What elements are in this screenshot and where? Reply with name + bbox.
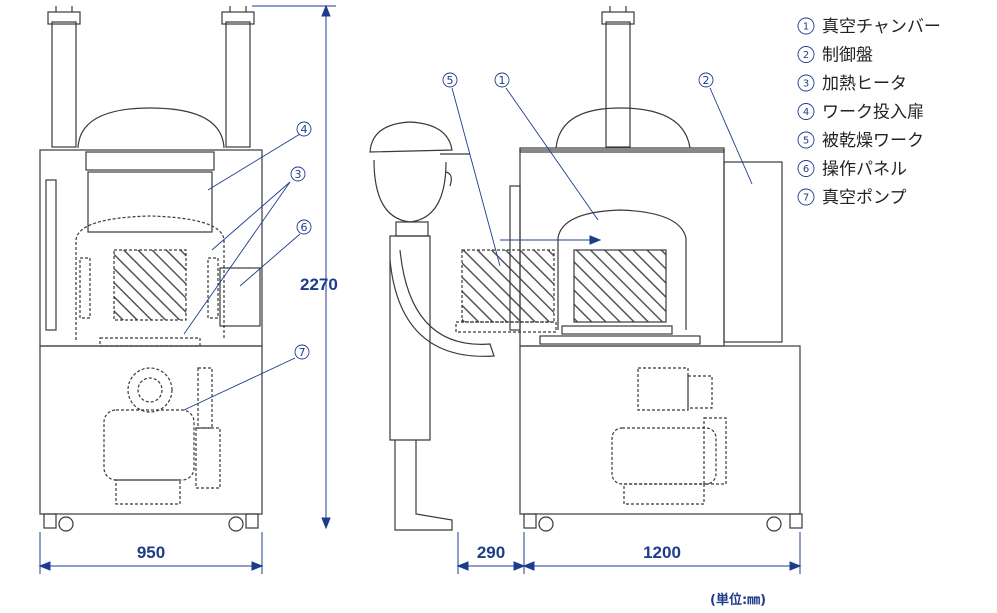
side-view bbox=[455, 6, 803, 532]
callout-5: 5 bbox=[442, 72, 458, 88]
legend-label: 真空チャンバー bbox=[822, 17, 941, 37]
legend-item: 4 ワーク投入扉 bbox=[797, 103, 924, 123]
front-width-label: 950 bbox=[137, 543, 165, 562]
legend-number: 2 bbox=[803, 50, 809, 61]
callout-2: 2 bbox=[698, 72, 714, 88]
operator-figure bbox=[369, 121, 495, 531]
height-dimension-line bbox=[252, 4, 336, 530]
front-cylinder-right bbox=[225, 21, 251, 148]
front-view bbox=[39, 6, 263, 532]
legend-label: 真空ポンプ bbox=[822, 188, 907, 208]
legend: 1 真空チャンバー 2 制御盤 3 加熱ヒータ 4 ワーク投入扉 5 被乾燥ワーク 6 操作パネル 7 真… bbox=[797, 17, 941, 208]
svg-text:5: 5 bbox=[447, 74, 454, 87]
svg-text:3: 3 bbox=[295, 168, 302, 181]
legend-label: ワーク投入扉 bbox=[822, 103, 924, 123]
slide-arrow bbox=[500, 235, 602, 245]
work-loading-door bbox=[87, 171, 213, 233]
front-cylinder-left bbox=[51, 21, 77, 148]
legend-item: 6 操作パネル bbox=[797, 160, 907, 180]
front-housing-lower bbox=[39, 345, 263, 515]
legend-label: 操作パネル bbox=[822, 160, 907, 180]
legend-item: 7 真空ポンプ bbox=[797, 188, 907, 208]
legend-label: 制御盤 bbox=[822, 46, 873, 66]
callout-1: 1 bbox=[494, 72, 510, 88]
legend-item: 2 制御盤 bbox=[797, 46, 873, 66]
side-cylinder bbox=[605, 21, 631, 148]
legend-item: 5 被乾燥ワーク bbox=[797, 131, 924, 151]
legend-item: 1 真空チャンバー bbox=[797, 17, 941, 37]
svg-text:2: 2 bbox=[703, 74, 710, 87]
svg-text:6: 6 bbox=[301, 221, 308, 234]
legend-number: 4 bbox=[803, 107, 809, 118]
unit-label: (単位:㎜) bbox=[710, 592, 766, 608]
legend-number: 3 bbox=[803, 79, 809, 90]
control-panel-box bbox=[723, 161, 783, 343]
callout-4: 4 bbox=[296, 121, 312, 137]
side-width-label: 1200 bbox=[643, 543, 681, 562]
height-label: 2270 bbox=[300, 275, 338, 294]
legend-number: 5 bbox=[803, 136, 809, 147]
legend-number: 7 bbox=[803, 193, 809, 204]
svg-text:7: 7 bbox=[299, 346, 306, 359]
legend-label: 加熱ヒータ bbox=[822, 74, 907, 94]
operation-panel bbox=[219, 267, 261, 327]
svg-text:4: 4 bbox=[301, 123, 308, 136]
callout-3: 3 bbox=[290, 166, 306, 182]
svg-text:1: 1 bbox=[499, 74, 506, 87]
legend-number: 6 bbox=[803, 164, 809, 175]
side-gap-label: 290 bbox=[477, 543, 505, 562]
width-dimension-lines bbox=[38, 532, 802, 574]
legend-item: 3 加熱ヒータ bbox=[797, 74, 907, 94]
callout-7: 7 bbox=[294, 344, 310, 360]
workpiece-sliding bbox=[461, 249, 555, 323]
callout-6: 6 bbox=[296, 219, 312, 235]
legend-number: 1 bbox=[803, 22, 809, 33]
legend-label: 被乾燥ワーク bbox=[822, 131, 924, 151]
